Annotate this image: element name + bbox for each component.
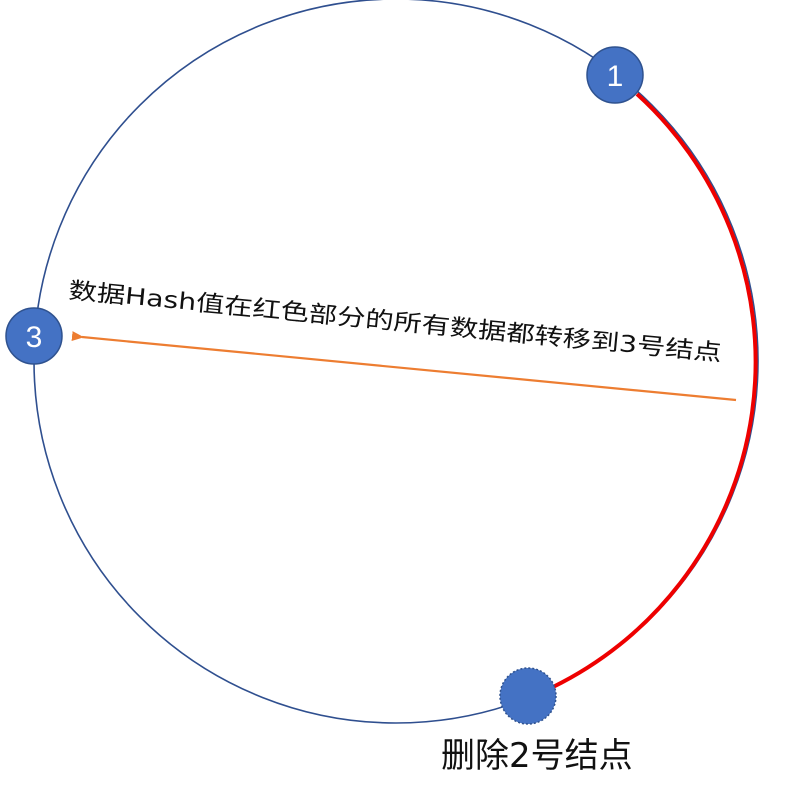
node-3-circle <box>5 307 63 365</box>
node-3-label: 3 <box>26 321 43 354</box>
node-1: 1 <box>586 46 644 104</box>
node-2-circle <box>499 667 557 725</box>
node-1-circle <box>586 46 644 104</box>
node-1-label: 1 <box>607 60 624 93</box>
migration-arrow <box>71 331 737 402</box>
red-data-range-arc <box>552 92 758 689</box>
migration-note: 数据Hash值在红色部分的所有数据都转移到3号结点 <box>67 278 722 367</box>
node-3: 3 <box>5 307 63 365</box>
node-2-deleted <box>499 667 557 725</box>
delete-node-caption: 删除2号结点 <box>441 736 633 776</box>
